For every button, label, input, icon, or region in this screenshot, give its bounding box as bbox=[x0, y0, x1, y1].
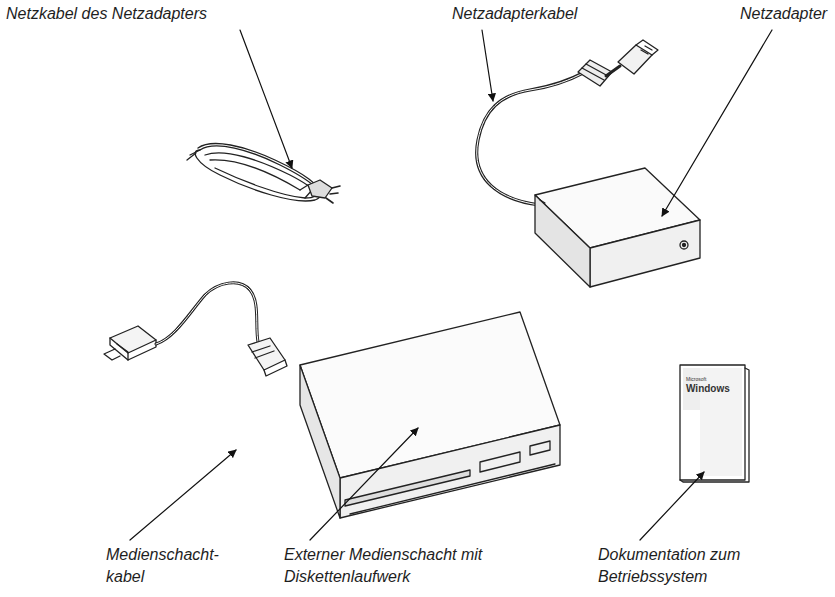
part-name: Dokumentation zum Betriebssystem bbox=[598, 544, 763, 588]
cover-text: Microsoft bbox=[686, 377, 706, 382]
leader-lines bbox=[130, 30, 772, 540]
part-name: Netzadapter bbox=[740, 3, 827, 25]
part-name: Externer Medienschacht mit Diskettenlauf… bbox=[284, 544, 494, 588]
power-adapter bbox=[535, 168, 700, 287]
external-media-bay bbox=[300, 312, 560, 518]
part-name: Netzkabel des Netzadapters bbox=[6, 3, 207, 25]
part-name: Medienschacht- kabel bbox=[106, 544, 228, 588]
cover-title: Windows bbox=[686, 384, 730, 394]
power-cord bbox=[187, 144, 340, 203]
media-bay-cable bbox=[104, 283, 287, 376]
os-manual bbox=[680, 365, 749, 482]
part-name: Netzadapterkabel bbox=[452, 3, 577, 25]
